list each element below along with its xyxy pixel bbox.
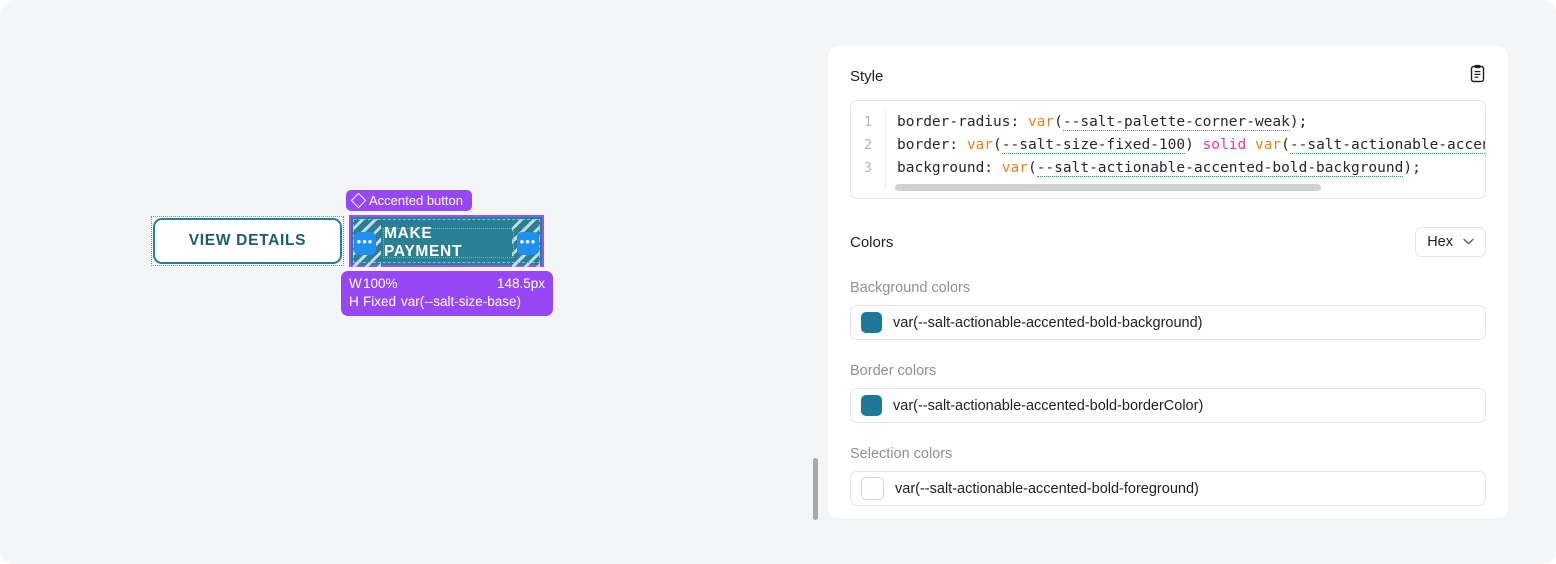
color-token-value: var(--salt-actionable-accented-bold-back… [893,314,1203,331]
view-details-selection-outline [151,216,344,266]
code-token: ) [1185,136,1203,153]
code-token: ); [1403,159,1421,176]
diamond-icon [350,192,367,209]
color-group-label: Background colors [850,280,971,296]
make-payment-button[interactable]: MAKE PAYMENT ••• ••• [349,215,544,267]
code-token: ( [1281,136,1290,153]
code-token: border-radius: [897,113,1028,130]
component-type-badge[interactable]: Accented button [346,190,472,211]
height-key: H [349,294,359,309]
code-token: ); [1289,113,1308,130]
line-number: 1 [863,113,873,130]
chevron-down-icon [1463,237,1474,248]
color-format-value: Hex [1427,234,1453,250]
code-token: background: [897,159,1002,176]
design-canvas[interactable]: VIEW DETAILS Accented button MAKE PAYMEN… [0,0,800,564]
code-token: var [1027,113,1055,130]
color-group-label: Selection colors [850,446,953,462]
style-section-title: Style [850,67,884,85]
component-type-label: Accented button [369,193,463,208]
height-value: var(--salt-size-base) [401,294,522,309]
gutter-divider [885,109,886,190]
line-number: 2 [863,136,873,153]
color-groups: Background colors var(--salt-actionable-a… [828,280,1508,506]
width-key: W [349,276,362,291]
make-payment-label: MAKE PAYMENT [384,225,463,260]
panel-scrollbar-thumb[interactable] [813,458,818,520]
color-format-select[interactable]: Hex [1415,227,1486,257]
line-number: 3 [863,159,873,176]
make-payment-label-outline: MAKE PAYMENT [383,225,514,260]
color-swatch[interactable] [861,477,884,500]
code-token: --salt-actionable-accented-bold-backgrou… [1036,159,1404,177]
code-token: --salt-palette-corner-weak [1062,113,1290,131]
code-token: var [1001,159,1028,176]
style-section-header: Style [828,46,1508,88]
color-token-value: var(--salt-actionable-accented-bold-fore… [895,480,1199,497]
color-field[interactable]: var(--salt-actionable-accented-bold-fore… [850,471,1486,506]
code-line-text: border-radius: var(--salt-palette-corner… [885,113,1308,131]
color-swatch[interactable] [861,312,882,333]
code-token: ( [1054,113,1063,130]
code-token: var [966,136,994,153]
code-token: var [1254,136,1282,153]
code-token: --salt-size-fixed-100 [1001,136,1186,154]
code-token [1246,137,1255,153]
width-value: 100% [363,276,398,291]
code-token: ( [1027,159,1037,176]
size-tooltip: W 100% 148.5px H Fixed var(--salt-size-b… [341,271,553,316]
colors-section-header: Colors Hex [828,199,1508,257]
content-box-outline [353,219,540,263]
code-token: ( [993,136,1002,153]
padding-handle-left[interactable]: ••• [354,232,376,255]
code-line: 1 border-radius: var(--salt-palette-corne… [851,110,1485,133]
colors-section-title: Colors [850,233,894,251]
color-swatch[interactable] [861,395,882,416]
width-computed: 148.5px [496,276,545,291]
view-details-button-wrapper[interactable]: VIEW DETAILS [151,216,344,266]
make-payment-button-wrapper[interactable]: MAKE PAYMENT ••• ••• [349,215,544,267]
code-line-text: border: var(--salt-size-fixed-100) solid… [885,136,1485,154]
code-token: border: [897,136,967,153]
code-token: solid [1202,136,1247,153]
color-field[interactable]: var(--salt-actionable-accented-bold-bord… [850,388,1486,423]
code-token: --salt-actionable-accented [1289,136,1485,154]
color-group-label: Border colors [850,363,937,379]
code-horizontal-scrollbar[interactable] [895,184,1471,191]
size-tooltip-width-row: W 100% 148.5px [349,275,545,293]
height-mode: Fixed [363,294,397,309]
code-line-text: background: var(--salt-actionable-accent… [885,159,1421,177]
padding-handle-right[interactable]: ••• [517,232,539,255]
code-horizontal-scrollbar-thumb[interactable] [895,184,1322,191]
code-line: 3 background: var(--salt-actionable-accen… [851,156,1485,179]
size-tooltip-height-row: H Fixed var(--salt-size-base) [349,293,545,311]
color-token-value: var(--salt-actionable-accented-bold-bord… [893,397,1204,414]
clipboard-icon[interactable] [1469,64,1486,88]
color-field[interactable]: var(--salt-actionable-accented-bold-back… [850,305,1486,340]
view-details-button[interactable]: VIEW DETAILS [153,218,342,264]
